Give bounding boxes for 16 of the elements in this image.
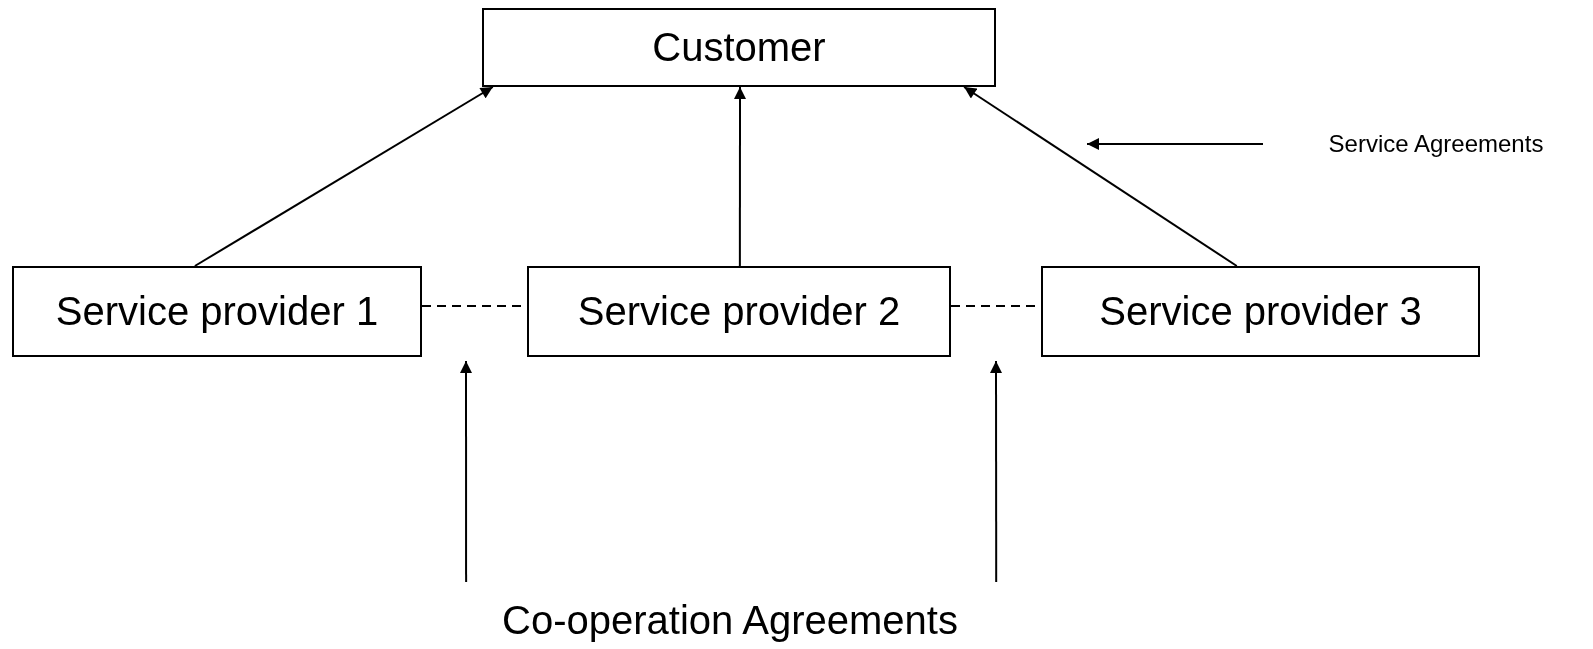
entity-box [527,266,951,357]
annotation-text: Co-operation Agreements [502,597,958,643]
entity-box [482,8,996,87]
arrow [193,86,494,267]
arrow [1086,138,1264,150]
arrow [734,86,746,267]
entity-box [1041,266,1480,357]
entity-box [12,266,422,357]
arrow [963,86,1238,267]
annotation-text: Service Agreements [1328,130,1544,158]
node-label: Service provider 3 [1099,289,1422,334]
node-label: Customer [652,25,826,70]
node-label: Service provider 2 [577,289,901,334]
node-label: Service provider 1 [55,289,379,334]
arrow [460,360,472,583]
arrow [990,360,1002,583]
